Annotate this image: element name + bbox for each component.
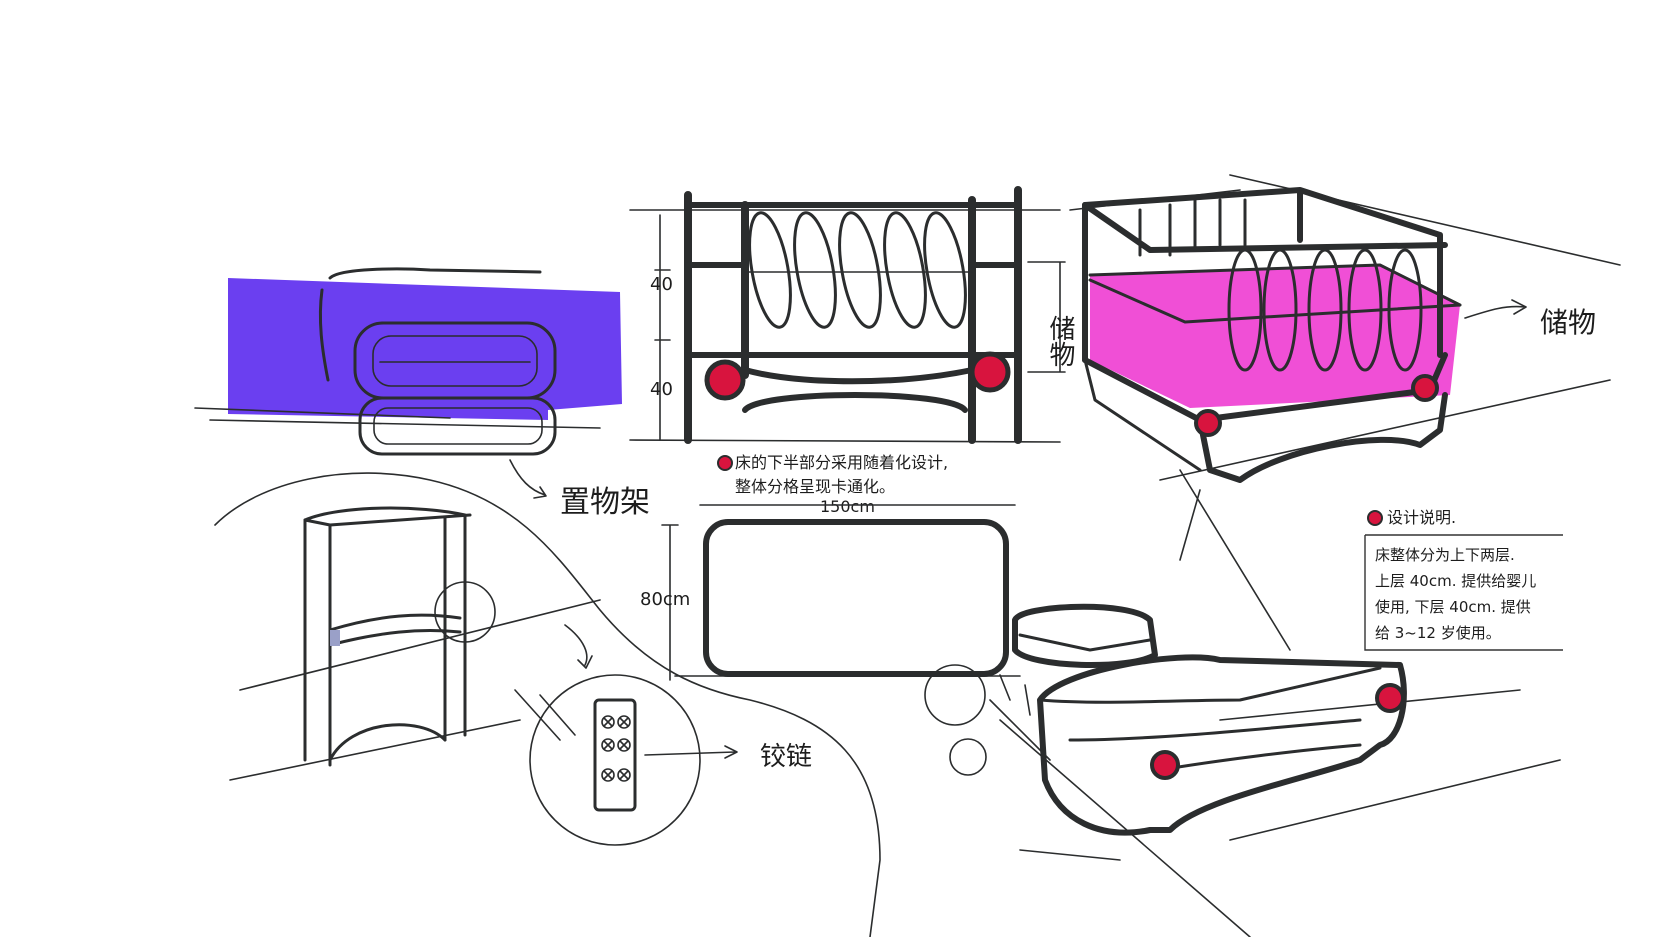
dim-width: 150cm — [820, 497, 875, 516]
bed-perspective-sketch: 储物 — [1069, 174, 1621, 651]
hinge-guard-sketch: 铰链 — [214, 472, 881, 937]
storage-label-left: 储物 — [1045, 315, 1075, 367]
magenta-mattress — [1090, 265, 1460, 408]
shelf-label: 置物架 — [560, 485, 650, 520]
design-note-line4: 给 3~12 岁使用。 — [1375, 624, 1501, 642]
center-note-line2: 整体分格呈现卡通化。 — [735, 477, 895, 496]
storage-side-label: 储物 — [1027, 261, 1075, 373]
wheel-lower-right — [1375, 683, 1405, 713]
design-notes: 设计说明. 床整体分为上下两层. 上层 40cm. 提供给婴儿 使用, 下层 4… — [1364, 508, 1563, 651]
wheel-lower-front — [1150, 750, 1180, 780]
bed-split-sketch — [924, 603, 1561, 937]
violet-marker-fill — [228, 278, 622, 420]
wheel-right — [969, 351, 1011, 393]
wheel-front-left — [1194, 409, 1222, 437]
stacked-shelf-sketch: 置物架 — [194, 267, 650, 520]
design-notes-title: 设计说明. — [1387, 508, 1456, 527]
bed-front-elevation: 40 40 床的下半部分采用随着化设计, 整体分格呈现卡通化。 150cm 80… — [629, 186, 1061, 681]
dim-height: 80cm — [640, 589, 690, 610]
hinge-screw-icons — [601, 715, 631, 782]
design-note-line2: 上层 40cm. 提供给婴儿 — [1375, 572, 1536, 590]
dim-upper: 40 — [650, 274, 673, 295]
perspective-slats — [1138, 198, 1423, 372]
storage-label-right: 储物 — [1540, 306, 1596, 339]
dim-lower: 40 — [650, 379, 673, 400]
wheel-left — [704, 359, 746, 401]
design-note-line3: 使用, 下层 40cm. 提供 — [1375, 598, 1531, 616]
wheel-front-right — [1411, 374, 1439, 402]
hinge-label: 铰链 — [760, 742, 812, 772]
crib-slats — [748, 211, 967, 329]
design-note-line1: 床整体分为上下两层. — [1375, 546, 1515, 564]
center-note-line1: 床的下半部分采用随着化设计, — [735, 453, 948, 472]
